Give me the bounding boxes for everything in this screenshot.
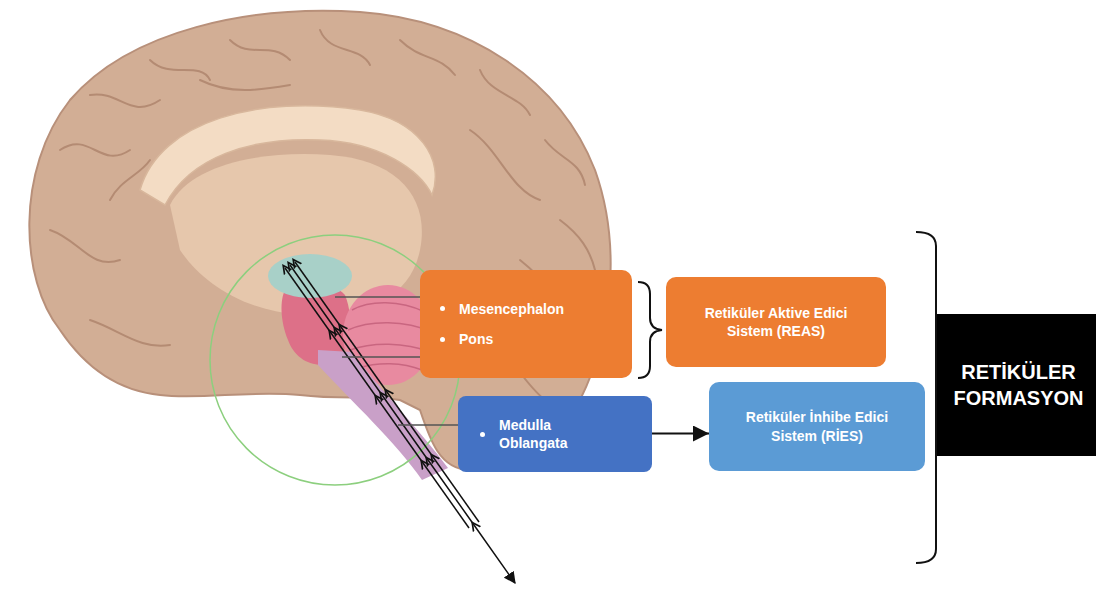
- group-brace: [638, 282, 662, 378]
- system-box: Retiküler Aktive Edici Sistem (REAS): [666, 277, 886, 367]
- bullet-dot: [480, 432, 485, 437]
- node-text: Retiküler Aktive Edici Sistem (REAS): [686, 304, 866, 340]
- node-text: Pons: [459, 330, 493, 348]
- bullet-dot: [440, 337, 445, 342]
- text-row: Medulla Oblangata: [480, 416, 580, 452]
- text-row: RETİKÜLER FORMASYON: [949, 359, 1088, 411]
- structure-box: Medulla Oblangata: [458, 396, 652, 472]
- text-group: Retiküler İnhibe Edici Sistem (RİES): [727, 408, 907, 444]
- formation-box: RETİKÜLER FORMASYON: [937, 314, 1096, 456]
- text-row: Pons: [440, 330, 493, 348]
- structure-box: MesencephalonPons: [420, 270, 632, 378]
- node-text: Medulla Oblangata: [499, 416, 580, 452]
- text-row: Retiküler İnhibe Edici Sistem (RİES): [727, 408, 907, 444]
- node-text: Retiküler İnhibe Edici Sistem (RİES): [727, 408, 907, 444]
- text-group: Retiküler Aktive Edici Sistem (REAS): [686, 304, 866, 340]
- node-text: Mesencephalon: [459, 300, 564, 318]
- text-row: Mesencephalon: [440, 300, 564, 318]
- text-group: MesencephalonPons: [440, 300, 564, 348]
- bullet-dot: [440, 306, 445, 311]
- corpus-callosum: [140, 106, 435, 205]
- text-group: RETİKÜLER FORMASYON: [949, 359, 1088, 411]
- mesencephalon: [268, 254, 352, 298]
- system-box: Retiküler İnhibe Edici Sistem (RİES): [709, 382, 925, 471]
- arrow-connector: [652, 433, 709, 435]
- text-group: Medulla Oblangata: [480, 416, 580, 452]
- node-text: RETİKÜLER FORMASYON: [949, 359, 1088, 411]
- text-row: Retiküler Aktive Edici Sistem (REAS): [686, 304, 866, 340]
